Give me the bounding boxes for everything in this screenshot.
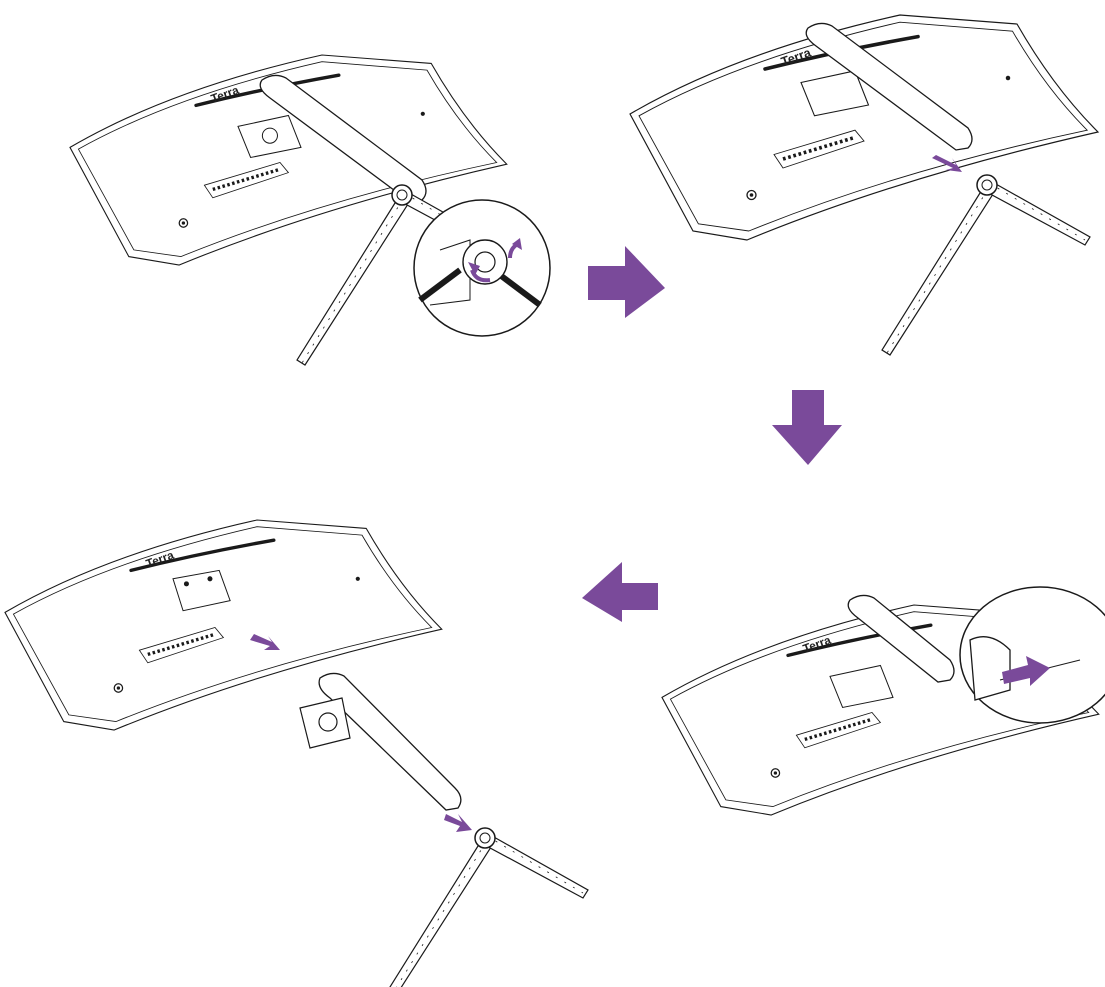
next-step-arrow-right bbox=[588, 246, 665, 318]
step-3-slide-out-neck: Terra bbox=[662, 587, 1105, 815]
step-3-detail-inset bbox=[960, 587, 1105, 723]
separate-direction-arrow-2 bbox=[444, 814, 472, 832]
step-1-detail-inset bbox=[414, 200, 550, 336]
step-2-remove-base: Terra bbox=[630, 15, 1098, 355]
step-4-detach-neck: Terra bbox=[5, 520, 588, 987]
next-step-arrow-down bbox=[772, 390, 842, 465]
next-step-arrow-left bbox=[582, 562, 658, 622]
step-1-unscrew-base: Terra bbox=[70, 55, 550, 365]
